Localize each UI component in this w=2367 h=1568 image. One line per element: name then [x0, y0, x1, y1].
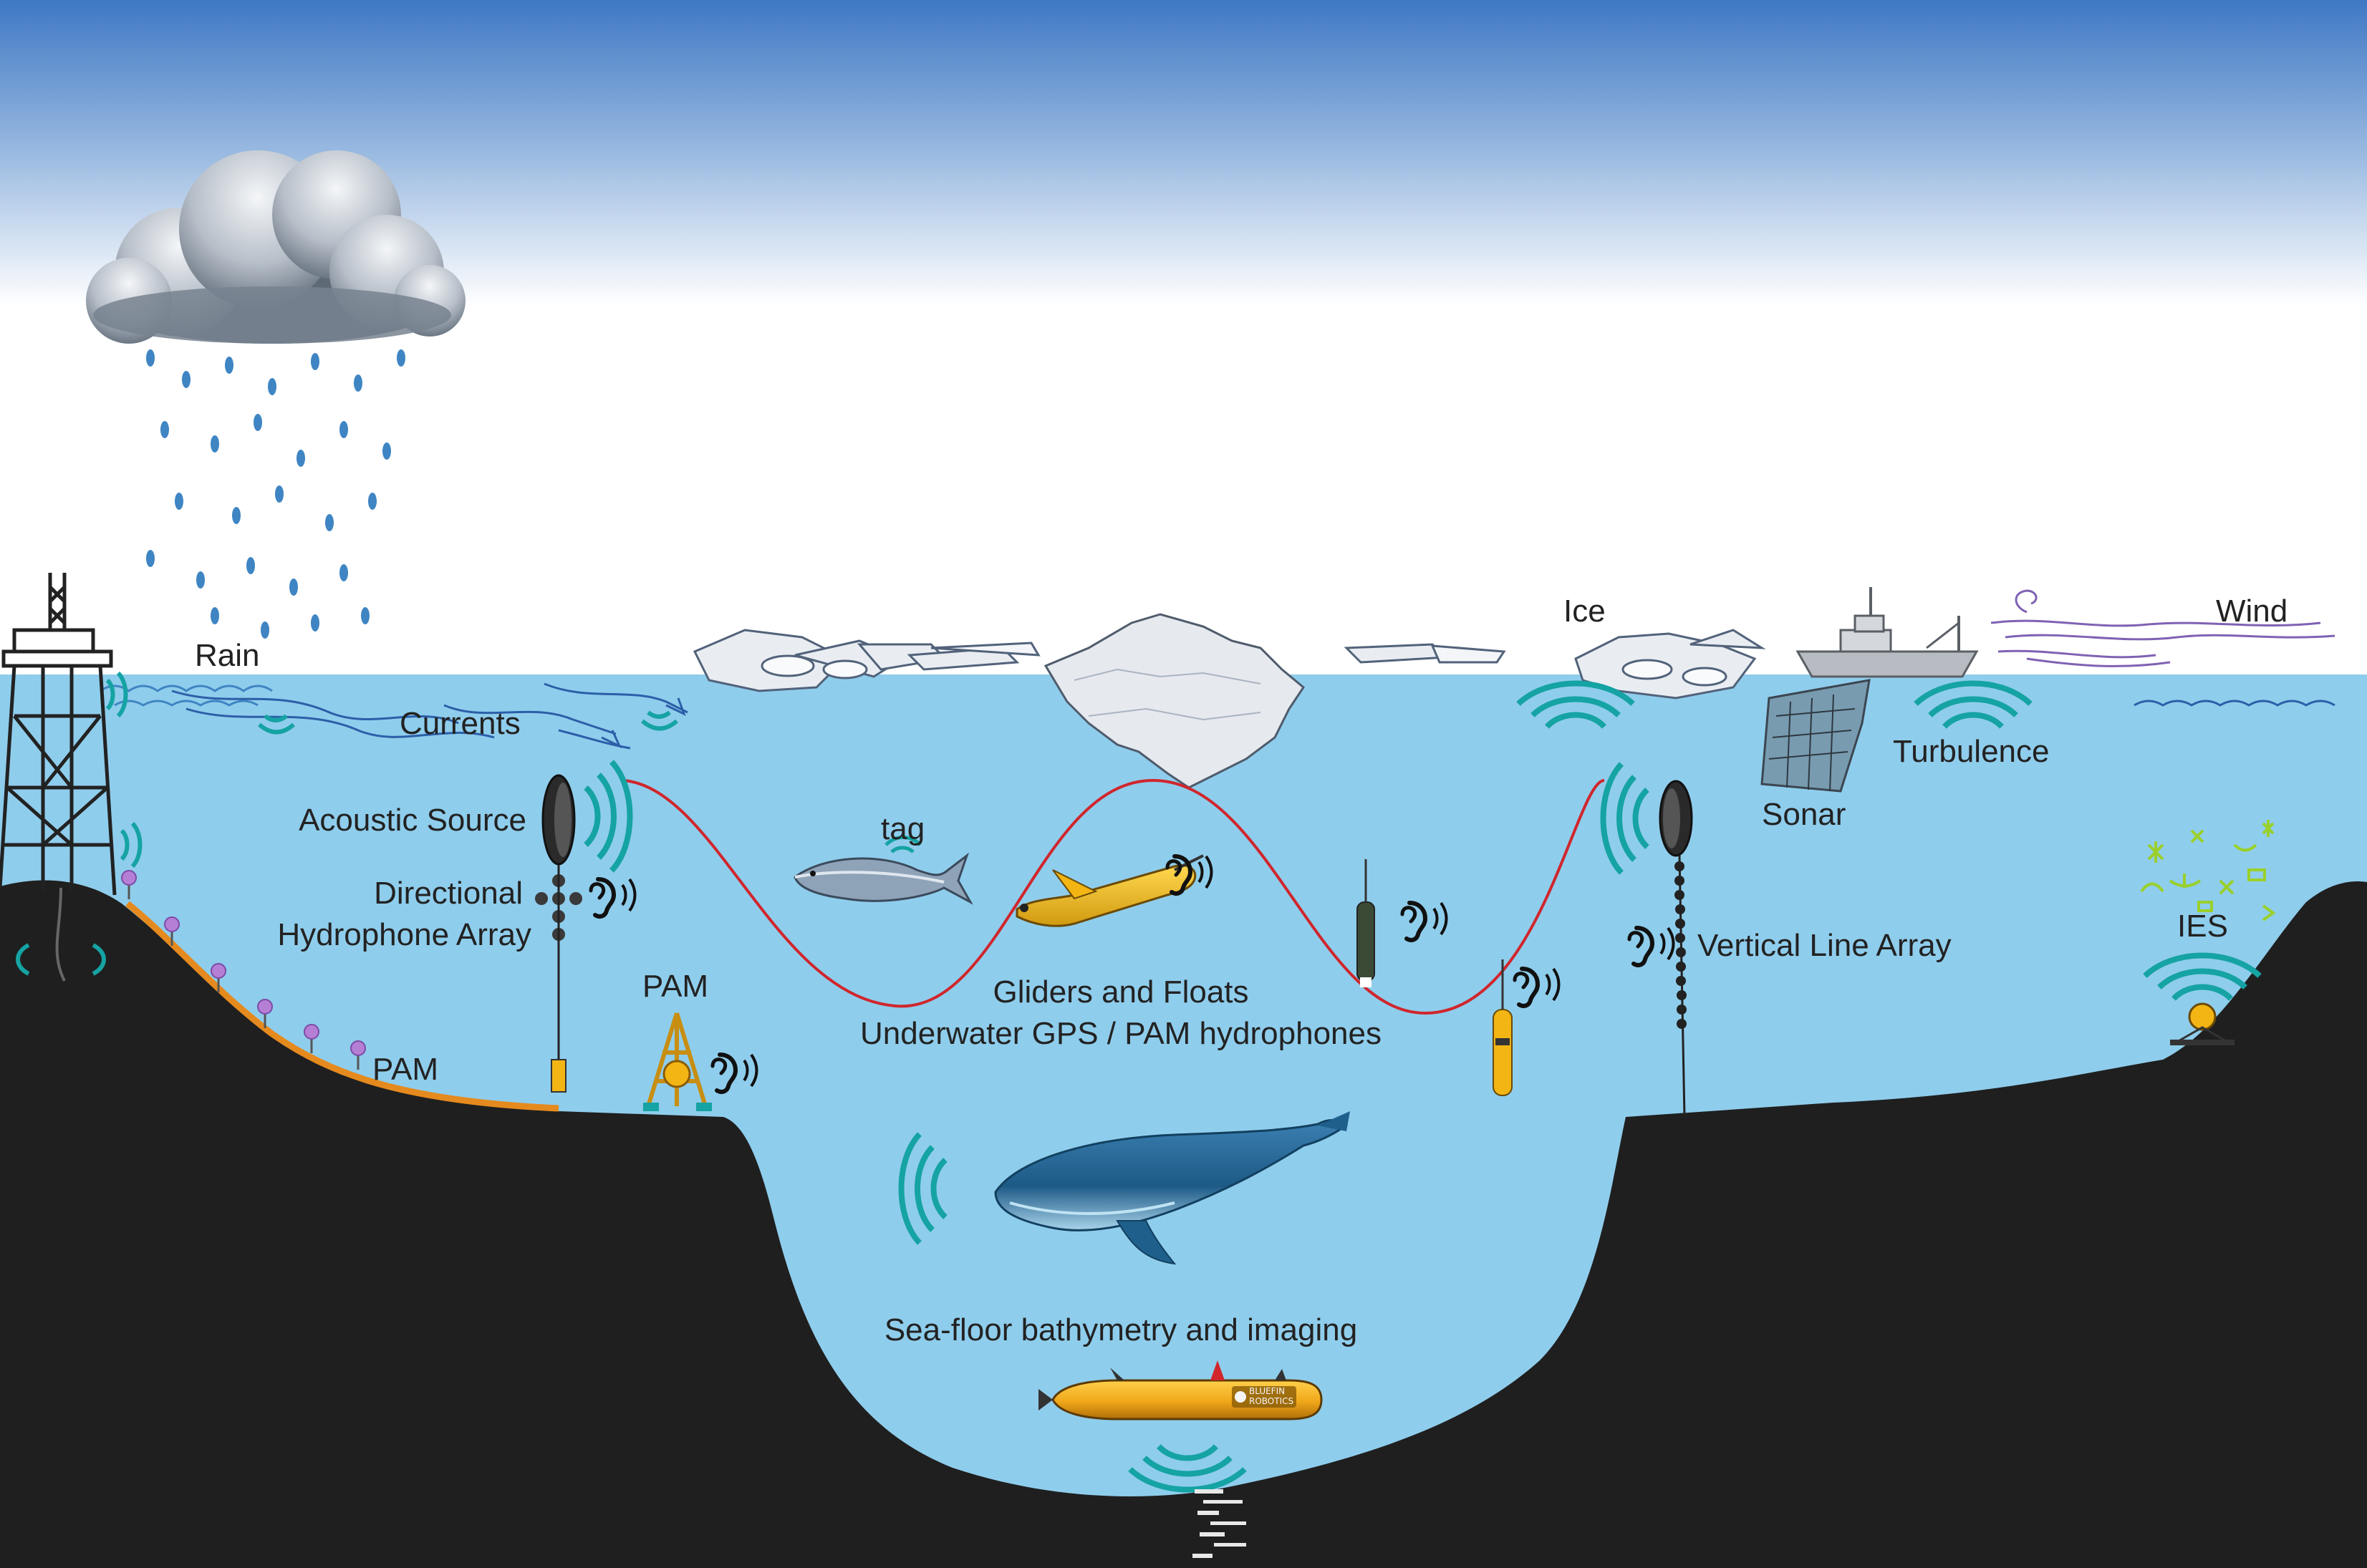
pam-cable	[125, 901, 559, 1112]
label-tag: tag	[881, 811, 925, 846]
auv-icon: BLUEFIN ROBOTICS	[1038, 1360, 1323, 1421]
float-icon-2	[1493, 959, 1513, 1096]
fish-icon	[794, 852, 973, 905]
label-ice: Ice	[1563, 594, 1606, 629]
wind-waves	[2134, 700, 2335, 707]
plankton	[2140, 820, 2276, 921]
sky	[0, 0, 2367, 680]
label-underwater-gps: Underwater GPS / PAM hydrophones	[860, 1016, 1382, 1051]
label-turbulence: Turbulence	[1893, 734, 2050, 769]
label-vertical-line-array: Vertical Line Array	[1697, 928, 1952, 963]
oil-rig-icon	[0, 573, 117, 982]
label-currents: Currents	[400, 706, 521, 741]
currents-signal	[258, 710, 678, 735]
acoustic-source-right	[1659, 780, 1693, 857]
seafloor	[0, 880, 2367, 1568]
rig-signal-waves	[16, 671, 143, 976]
ice-floes-right	[1344, 629, 1766, 700]
rain-drops-icon	[146, 349, 405, 639]
label-gliders-floats: Gliders and Floats	[993, 974, 1248, 1010]
tag-signal	[884, 836, 922, 853]
auv-logo-text-2: ROBOTICS	[1249, 1396, 1293, 1406]
whale-icon	[994, 1111, 1350, 1265]
label-pam-left: PAM	[372, 1052, 438, 1087]
acoustic-source-icon	[541, 774, 576, 866]
label-directional: Directional	[374, 876, 523, 911]
auv-logo-text-1: BLUEFIN	[1249, 1386, 1285, 1396]
sonar-net-icon	[1760, 679, 1871, 793]
label-pam-tripod: PAM	[642, 969, 708, 1004]
label-acoustic-source: Acoustic Source	[299, 803, 526, 838]
sound-path	[622, 778, 1605, 1015]
float-icon	[1356, 859, 1375, 987]
label-seafloor: Sea-floor bathymetry and imaging	[884, 1312, 1357, 1347]
label-rain: Rain	[195, 638, 260, 673]
label-wind: Wind	[2216, 594, 2288, 629]
tripod-icon	[643, 1012, 712, 1111]
iceberg-icon	[1043, 613, 1305, 789]
ice-floes-left	[693, 629, 1041, 692]
wind-lines	[1990, 589, 2335, 667]
rain-splash	[100, 684, 273, 707]
vertical-line-array-icon	[1674, 861, 1687, 1029]
ship-icon	[1795, 587, 1979, 678]
ies-icon	[2170, 1002, 2235, 1045]
cloud-icon	[86, 150, 466, 344]
label-hydrophone-array: Hydrophone Array	[277, 917, 531, 952]
mooring-anchor-left	[551, 1059, 567, 1093]
label-ies: IES	[2177, 909, 2228, 944]
label-sonar: Sonar	[1762, 797, 1846, 832]
currents-lines	[171, 682, 688, 750]
glider-icon	[1016, 854, 1204, 927]
seafloor-imaging	[1192, 1489, 1246, 1558]
